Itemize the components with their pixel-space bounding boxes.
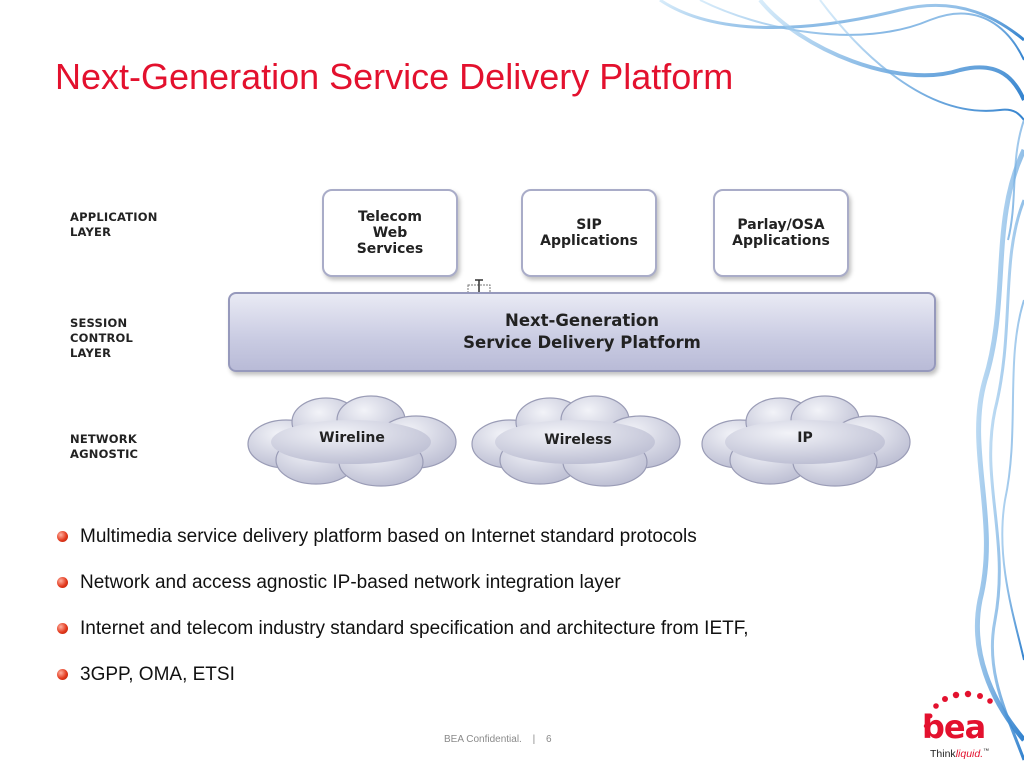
- wireless-cloud: Wireless: [470, 392, 686, 488]
- cloud-icon: [471, 395, 681, 487]
- logo-brand: bea: [922, 708, 986, 746]
- session-control-layer-label: SESSION CONTROL LAYER: [70, 316, 134, 360]
- cloud-icon: [701, 395, 911, 487]
- bullet-text: Network and access agnostic IP-based net…: [80, 572, 621, 593]
- wireless-label: Wireless: [544, 432, 612, 448]
- slide-footer: BEA Confidential. | 6: [444, 734, 552, 745]
- sip-applications-box: SIP Applications: [521, 189, 657, 277]
- parlay-osa-applications-box: Parlay/OSA Applications: [713, 189, 849, 277]
- bullet-dot-icon: [57, 623, 68, 634]
- bea-logo: bea Thinkliquid.™: [918, 690, 1014, 760]
- bullet-text: 3GPP, OMA, ETSI: [80, 664, 235, 685]
- bullet-text: Multimedia service delivery platform bas…: [80, 526, 697, 547]
- network-agnostic-label: NETWORK AGNOSTIC: [70, 432, 139, 461]
- list-item: Multimedia service delivery platform bas…: [57, 522, 749, 568]
- logo-dots-icon: [923, 690, 993, 729]
- telecom-web-services-box: Telecom Web Services: [322, 189, 458, 277]
- list-item: Internet and telecom industry standard s…: [57, 614, 749, 660]
- bullet-dot-icon: [57, 669, 68, 680]
- footer-separator: |: [532, 734, 536, 745]
- page-number: 6: [546, 734, 552, 745]
- bullet-dot-icon: [57, 531, 68, 542]
- wireline-cloud: Wireline: [246, 392, 462, 488]
- logo-tagline: Thinkliquid.™: [930, 748, 989, 760]
- list-item: 3GPP, OMA, ETSI: [57, 660, 749, 706]
- cloud-icon: [247, 395, 457, 487]
- application-layer-label: APPLICATION LAYER: [70, 210, 158, 239]
- service-delivery-platform-bar: Next-Generation Service Delivery Platfor…: [228, 292, 936, 372]
- list-item: Network and access agnostic IP-based net…: [57, 568, 749, 614]
- bullet-text: Internet and telecom industry standard s…: [80, 618, 749, 639]
- bullet-list: Multimedia service delivery platform bas…: [57, 522, 749, 706]
- wireline-label: Wireline: [319, 430, 385, 446]
- tagline-think: Think: [930, 748, 956, 760]
- ip-cloud: IP: [700, 392, 916, 488]
- tagline-liquid: liquid.: [955, 748, 984, 760]
- ip-label: IP: [797, 430, 813, 446]
- bullet-dot-icon: [57, 577, 68, 588]
- slide-title: Next-Generation Service Delivery Platfor…: [55, 56, 734, 97]
- trademark: ™: [983, 748, 990, 755]
- confidential-notice: BEA Confidential.: [444, 734, 522, 745]
